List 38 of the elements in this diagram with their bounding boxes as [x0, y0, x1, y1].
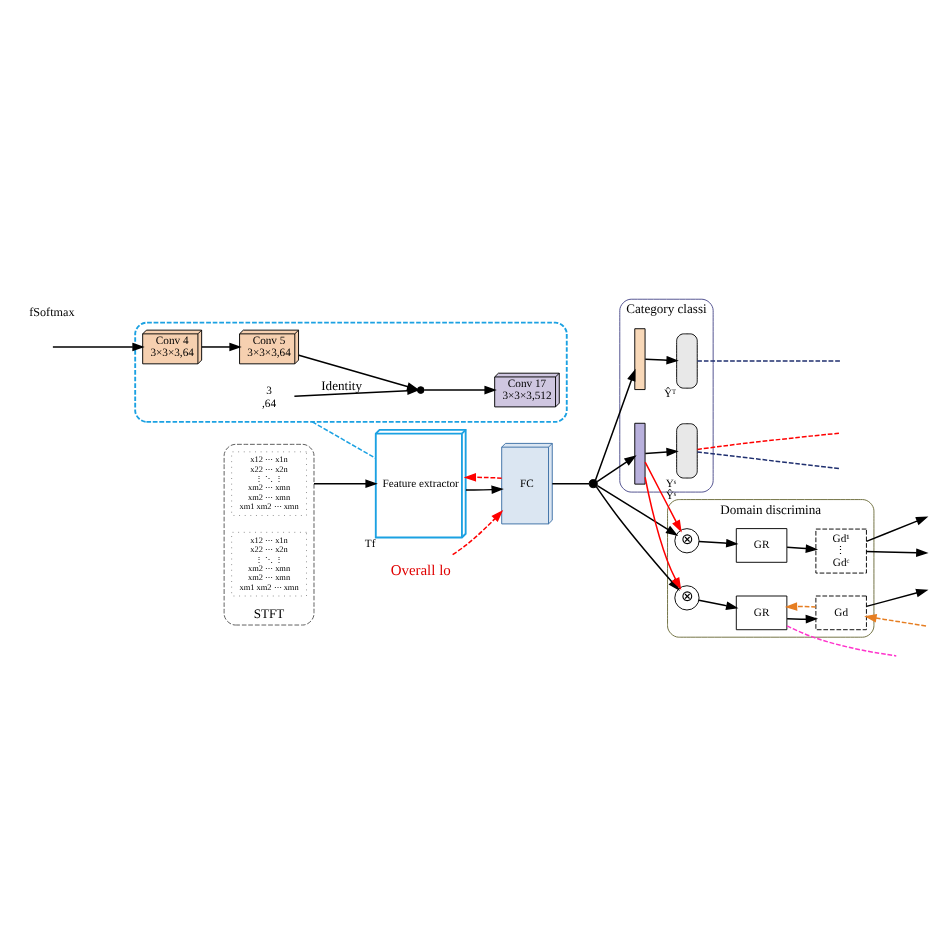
- connector: [696, 432, 841, 451]
- arrow: [786, 544, 819, 553]
- arrow: [784, 602, 817, 611]
- node-circle: ⊗: [674, 528, 700, 554]
- connector: [311, 421, 377, 460]
- connector: [786, 625, 897, 657]
- arrow: [864, 613, 927, 627]
- arrow: [865, 548, 929, 558]
- arrow: [786, 614, 819, 624]
- node-circle: ⊗: [674, 585, 700, 611]
- arrow: [201, 342, 242, 352]
- arrow: [423, 385, 497, 395]
- arrow: [465, 485, 504, 494]
- arrow: [463, 473, 503, 482]
- arrow: [313, 479, 378, 488]
- arrow: [451, 510, 504, 556]
- connector: [696, 360, 841, 362]
- connector: [551, 482, 590, 485]
- arrow: [596, 484, 679, 536]
- arrow: [52, 342, 145, 352]
- node-circle: [588, 479, 598, 489]
- node-box: [676, 423, 698, 479]
- arrow: [594, 368, 636, 481]
- arrow: [698, 538, 739, 548]
- arrow: [596, 455, 637, 483]
- node-bar: [634, 328, 646, 391]
- node-text: Overall lo: [390, 561, 451, 580]
- node-box: [676, 333, 698, 389]
- arrow: [698, 599, 739, 611]
- arrow: [298, 354, 420, 391]
- arrow: [644, 355, 679, 365]
- arrow: [644, 447, 679, 457]
- connector: [696, 451, 841, 470]
- node-bar: [634, 422, 646, 485]
- arrow: [644, 461, 682, 533]
- arrow: [865, 516, 929, 543]
- node-circle: [416, 386, 425, 394]
- arrow: [865, 588, 929, 608]
